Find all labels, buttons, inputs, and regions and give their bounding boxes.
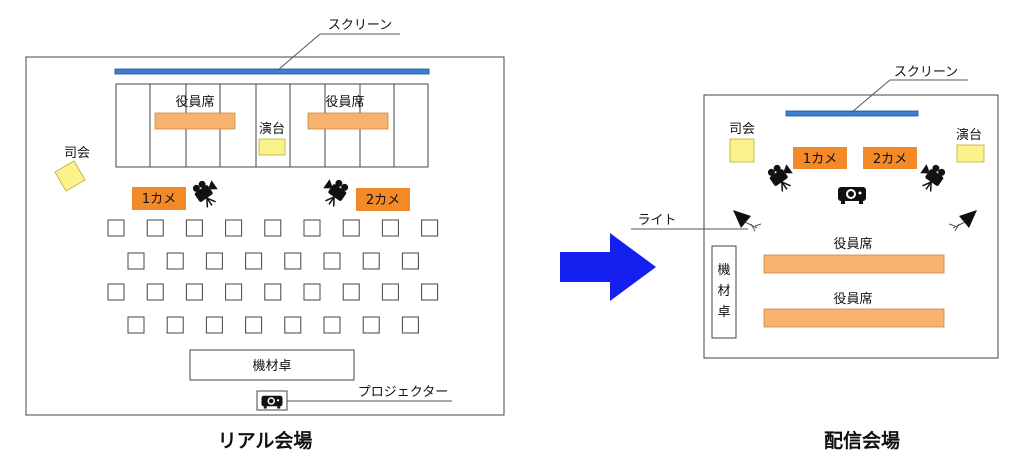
- real-venue-title: リアル会場: [218, 429, 313, 452]
- audience-seat: [185, 283, 203, 301]
- audience-seat: [245, 316, 263, 334]
- mc-label: 司会: [64, 146, 90, 161]
- camera2-label: 2カメ: [366, 193, 400, 208]
- audience-seat: [303, 283, 321, 301]
- audience-seat: [146, 283, 164, 301]
- camera1-tag: [793, 147, 847, 169]
- audience-seat: [421, 283, 439, 301]
- equipment-desk: [711, 245, 737, 339]
- screen-leader-line: [851, 79, 891, 113]
- officer-seats-label-right: 役員席: [325, 94, 364, 110]
- screen-label: スクリーン: [894, 65, 958, 80]
- camera-icon: [316, 173, 352, 210]
- audience-seat: [303, 219, 321, 237]
- audience-seat: [127, 316, 145, 334]
- camera1-label: 1カメ: [142, 192, 176, 207]
- audience-seat: [381, 283, 399, 301]
- svg-text:機: 機: [717, 263, 730, 278]
- audience-seat: [323, 252, 341, 270]
- audience-seat: [146, 219, 164, 237]
- mc-label: 司会: [729, 122, 755, 137]
- audience-seat: [264, 219, 282, 237]
- streaming-venue-room: [703, 94, 999, 359]
- screen-leader-line: [277, 33, 321, 71]
- audience-seat: [127, 252, 145, 270]
- screen: [785, 110, 919, 117]
- audience-seat: [342, 219, 360, 237]
- audience-seat: [185, 219, 203, 237]
- svg-text:材: 材: [717, 284, 730, 299]
- real-venue-room: [25, 56, 505, 416]
- camera1-tag: [132, 187, 186, 210]
- real-venue: スクリーン 役員席 役員席 演台 司会 1カメ 2カメ: [25, 18, 505, 452]
- podium-label: 演台: [956, 127, 982, 143]
- audience-seat: [362, 252, 380, 270]
- officer-seats-label-left: 役員席: [175, 94, 214, 110]
- audience-seat: [421, 219, 439, 237]
- svg-text:卓: 卓: [717, 305, 730, 320]
- screen: [114, 68, 430, 75]
- audience-seat: [225, 219, 243, 237]
- audience-seat: [401, 316, 419, 334]
- audience-seat: [284, 316, 302, 334]
- camera2-tag: [356, 188, 410, 211]
- light-icon: [732, 209, 762, 232]
- camera-icon: [189, 174, 225, 211]
- audience-seat: [342, 283, 360, 301]
- camera-icon: [913, 158, 949, 195]
- light-icon: [948, 209, 978, 232]
- audience-seat: [107, 283, 125, 301]
- podium: [956, 144, 985, 163]
- audience-seat: [323, 316, 341, 334]
- podium-label: 演台: [259, 121, 285, 137]
- officer-seats-label-front: 役員席: [833, 236, 872, 252]
- audience-seat: [166, 316, 184, 334]
- audience-seat: [362, 316, 380, 334]
- audience-seat: [166, 252, 184, 270]
- projector-icon: [838, 187, 866, 204]
- mc-table: [729, 138, 755, 163]
- podium: [258, 138, 286, 156]
- equipment-desk: [189, 349, 355, 381]
- audience-seat: [245, 252, 263, 270]
- officer-seats-back: [763, 308, 945, 328]
- light-label: ライト: [637, 213, 676, 228]
- audience-seat: [205, 252, 223, 270]
- officer-seats-right: [307, 112, 389, 130]
- audience-seat: [205, 316, 223, 334]
- audience-seat: [284, 252, 302, 270]
- audience-seat: [225, 283, 243, 301]
- projector-label: プロジェクター: [358, 385, 448, 400]
- streaming-venue-title: 配信会場: [824, 429, 900, 452]
- audience-seat: [401, 252, 419, 270]
- screen-label: スクリーン: [328, 18, 392, 33]
- streaming-venue: スクリーン 司会 演台 1カメ 2カメ ライト 機 材 卓 役員席 役員席 配信…: [631, 65, 999, 452]
- officer-seats-front: [763, 254, 945, 274]
- audience-seat: [107, 219, 125, 237]
- camera2-tag: [863, 147, 917, 169]
- audience-seat: [381, 219, 399, 237]
- equipment-desk-label-vertical: 機 材 卓: [717, 263, 730, 320]
- equipment-desk-label: 機材卓: [252, 359, 291, 374]
- audience-seat: [264, 283, 282, 301]
- camera2-label: 2カメ: [873, 152, 907, 167]
- arrow-right-icon: [560, 233, 656, 301]
- camera1-label: 1カメ: [803, 152, 837, 167]
- officer-seats-label-back: 役員席: [833, 291, 872, 307]
- mc-table: [54, 160, 86, 192]
- audience-seats: [107, 219, 439, 334]
- officer-seats-left: [154, 112, 236, 130]
